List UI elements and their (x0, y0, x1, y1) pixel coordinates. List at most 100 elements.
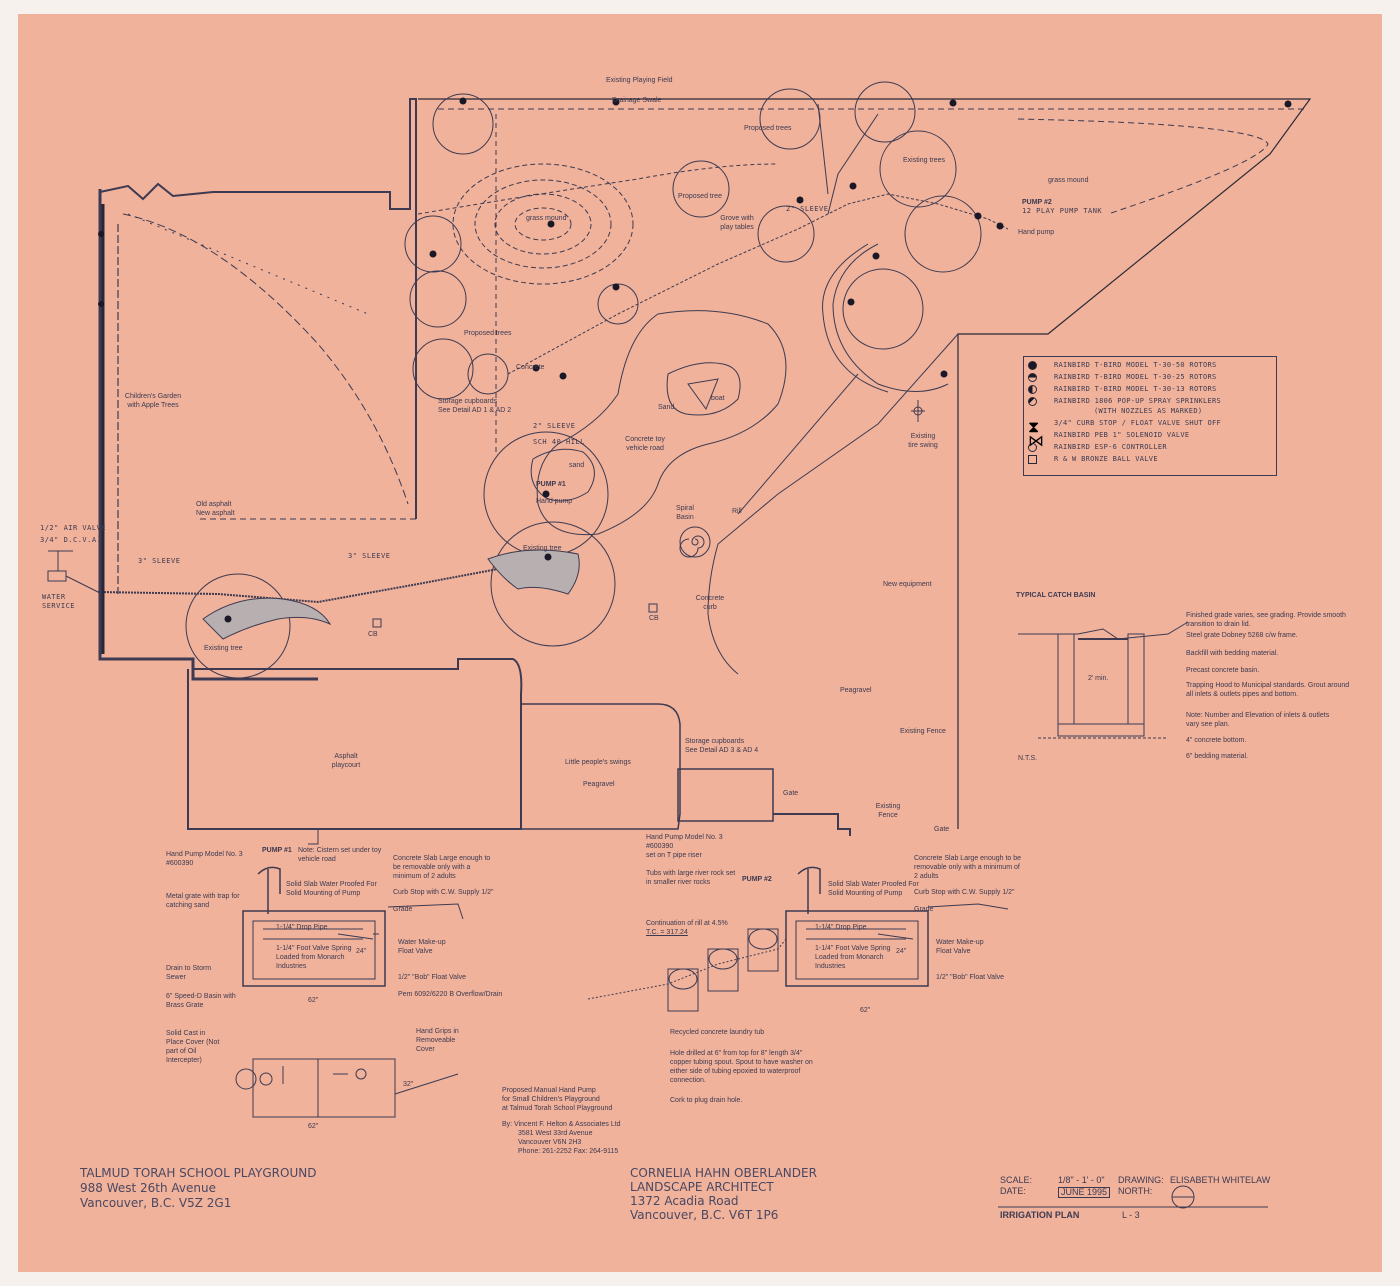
hole-drilled-label: Hole drilled at 6" from top for 8" lengt… (670, 1050, 813, 1084)
pump1-model: Hand Pump Model No. 3 (166, 851, 243, 858)
foot-valve-label: 1-1/4" Foot Valve Spring Loaded from Mon… (276, 945, 352, 970)
architect-title: LANDSCAPE ARCHITECT (630, 1180, 774, 1194)
drain-storm-label: Drain to Storm Sewer (166, 965, 212, 981)
new-equipment-label: New equipment (883, 581, 932, 588)
rotor-50-symbol (1028, 361, 1037, 370)
drawing-sheet: Existing Playing Field Drainage Swale Pr… (18, 14, 1382, 1272)
little-swings-label: Little people's swings (565, 759, 631, 766)
catch-basin-note: 4" concrete bottom. (1186, 737, 1247, 744)
sleeve-label-4: 2" SLEEVE (786, 205, 829, 213)
rotor-25-symbol (1028, 373, 1037, 382)
peagravel-label: Peagravel (840, 687, 872, 694)
date-label: DATE: (1000, 1186, 1026, 1196)
curb-stop-symbol: ⧗ (1028, 419, 1040, 436)
pump2-riser: set on T pipe riser (646, 852, 702, 859)
rill-curb (707, 333, 959, 675)
architect-city: Vancouver, B.C. V6T 1P6 (630, 1208, 779, 1222)
proposal-line: for Small Children's Playground (502, 1096, 600, 1103)
pump2-tank-label: 12 PLAY PUMP TANK (1022, 207, 1103, 215)
existing-trees-label: Existing trees (903, 157, 946, 164)
sch40-label: SCH 40 HILL (533, 438, 585, 446)
rotor-13-symbol (1028, 385, 1037, 394)
new-asphalt-label: New asphalt (196, 510, 235, 517)
irrigation-mainline (97, 558, 559, 604)
pump2-title: PUMP #2 (742, 876, 772, 883)
catch-basin-note: Precast concrete basin. (1186, 667, 1260, 674)
proposal-address: Phone: 261-2252 Fax: 264-9115 (518, 1148, 619, 1155)
nts-label: N.T.S. (1018, 755, 1038, 762)
tire-swing-label: Existing tire swing (908, 433, 938, 449)
catch-basin-title: TYPICAL CATCH BASIN (1016, 592, 1096, 599)
solid-cast-label: Solid Cast in Place Cover (Not part of O… (166, 1030, 220, 1064)
metal-grate-label: Metal grate with trap for catching sand (166, 893, 240, 909)
ball-valve-symbol (1028, 455, 1037, 464)
drawing-label: DRAWING: (1118, 1175, 1164, 1185)
catch-basin-note: Note: Number and Elevation of inlets & o… (1186, 712, 1330, 728)
spiral-basin-label: Spiral Basin (676, 505, 694, 521)
legend-row: RAINBIRD T-BIRD MODEL T-30-25 ROTORS (1054, 373, 1217, 381)
proposal-line: Proposed Manual Hand Pump (502, 1087, 596, 1094)
dim-32: 32" (403, 1081, 414, 1088)
pump2-section (587, 866, 1009, 1012)
catch-basin-note: Backfill with bedding material. (1186, 650, 1279, 657)
grass-mound-label: grass mound (526, 215, 567, 222)
catch-basin-note: Finished grade varies, see grading. Prov… (1186, 612, 1346, 628)
catch-basin-detail (1018, 621, 1189, 739)
curb-stop-label-2: Curb Stop with C.W. Supply 1/2" (914, 889, 1015, 896)
toy-road-label: Concrete toy vehicle road (625, 436, 665, 452)
drop-pipe-label-2: 1-1/4" Drop Pipe (815, 924, 867, 931)
dim-62: 62" (308, 997, 319, 1004)
legend-row: RAINBIRD T-BIRD MODEL T-30-50 ROTORS (1054, 361, 1217, 369)
dcva-label: 3/4" D.C.V.A. (40, 536, 102, 544)
storage-cupboards-label-2: Storage cupboards (685, 738, 745, 745)
solenoid-valve-symbol: ⋈ (1028, 433, 1044, 450)
hand-pump-label: Hand pump (536, 498, 573, 505)
speed-d-basin-label: 6" Speed-D Basin with Brass Grate (166, 993, 236, 1009)
concrete-label: Concrete (516, 364, 545, 371)
concrete-slab-label: Concrete Slab Large enough to be removab… (393, 855, 491, 880)
drainage-swale-label: Drainage Swale (612, 97, 662, 104)
spiral-basin (679, 526, 711, 558)
catch-basin-note: Trapping Hood to Municipal standards. Gr… (1186, 682, 1350, 698)
project-title: TALMUD TORAH SCHOOL PLAYGROUND (80, 1166, 317, 1180)
storage-cupboards-label: Storage cupboards (438, 398, 498, 405)
proposed-tree-label: Proposed tree (678, 193, 722, 200)
sleeve-label-1: 3" SLEEVE (138, 557, 181, 565)
scale-value: 1/8" - 1' - 0" (1058, 1175, 1105, 1185)
storage-detail-label: See Detail AD 1 & AD 2 (438, 407, 512, 414)
grass-mound-label-2: grass mound (1048, 177, 1089, 184)
dim-24: 24" (356, 948, 367, 955)
solid-slab-label-2: Solid Slab Water Proofed For Solid Mount… (828, 881, 919, 897)
hand-grips-label: Hand Grips in Removeable Cover (416, 1028, 459, 1053)
scale-label: SCALE: (1000, 1175, 1033, 1185)
site-boundary (418, 98, 1312, 829)
pump2-model-no: #600390 (646, 843, 674, 850)
tubs-label: Tubs with large river rock set in smalle… (646, 870, 736, 886)
project-city: Vancouver, B.C. V5Z 2G1 (80, 1196, 232, 1210)
hand-pump-label-2: Hand pump (1018, 229, 1055, 236)
architect-name: CORNELIA HAHN OBERLANDER (630, 1166, 817, 1180)
proposal-address: 3581 West 33rd Avenue (518, 1130, 593, 1137)
proposal-line: at Talmud Torah School Playground (502, 1105, 613, 1112)
playing-field-label: Existing Playing Field (606, 77, 673, 84)
asphalt-playcourt-label: Asphalt playcourt (331, 753, 361, 769)
proposed-trees-label: Proposed trees (744, 125, 792, 132)
drop-pipe-label: 1-1/4" Drop Pipe (276, 924, 328, 931)
pump1-note: Note: Cistern set under toy vehicle road (298, 847, 382, 863)
existing-tree-label-2: Existing tree (204, 645, 243, 652)
pump1-label: PUMP #1 (536, 481, 566, 488)
childrens-garden-label: Children's Garden with Apple Trees (124, 393, 182, 409)
pump1-model-no: #600390 (166, 860, 194, 867)
legend-row: 3/4" CURB STOP / FLOAT VALVE SHUT OFF (1054, 419, 1222, 427)
proposal-address: Vancouver V6N 2H3 (518, 1139, 582, 1146)
controller-symbol (1028, 443, 1037, 452)
cork-label: Cork to plug drain hole. (670, 1097, 743, 1104)
sleeve-label-2: 3" SLEEVE (348, 552, 391, 560)
drawing-value: ELISABETH WHITELAW (1170, 1175, 1271, 1185)
dim-24-2: 24" (896, 948, 907, 955)
rill-label: Rill (732, 508, 742, 515)
legend-row: RAINBIRD T-BIRD MODEL T-30-13 ROTORS (1054, 385, 1217, 393)
toy-vehicle-road (536, 310, 787, 536)
pem-drain-label: Pem 6092/6220 B Overflow/Drain (398, 991, 503, 998)
air-valve-label: 1/2" AIR VALVE (40, 524, 107, 532)
